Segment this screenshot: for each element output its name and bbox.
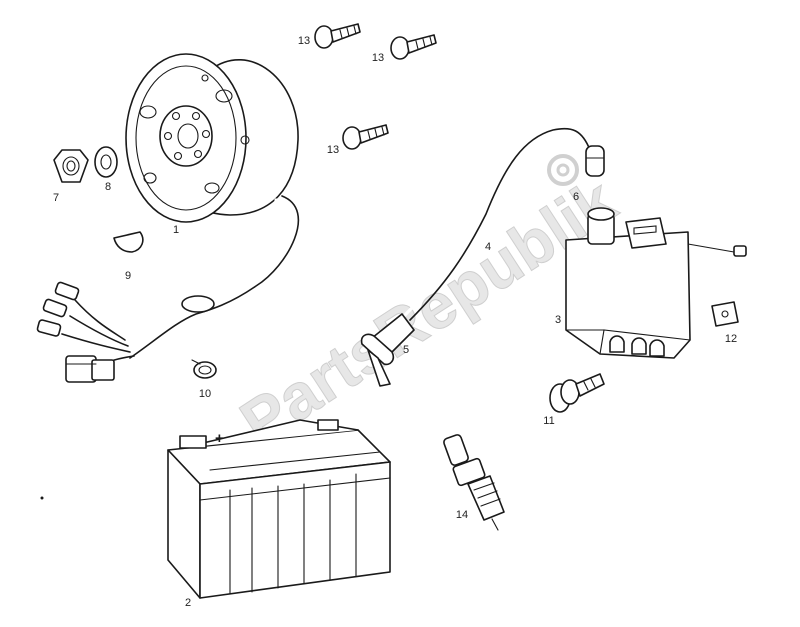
flywheel-rotor [36,53,300,383]
spark-plug [443,434,505,531]
screw-top-1 [314,23,361,49]
callout-9: 9 [125,270,131,282]
nut [53,149,89,183]
callout-13-c: 13 [327,144,339,156]
callout-6: 6 [573,191,579,203]
callout-3: 3 [555,314,561,326]
callout-13-a: 13 [298,35,310,47]
ignition-coil [565,207,747,359]
bracket [711,301,739,327]
battery-plus-mark: + [215,430,224,447]
callout-1: 1 [173,224,179,236]
screw-middle [342,124,389,150]
screw-top-2 [390,34,437,60]
callout-7: 7 [53,192,59,204]
rubber-boot [585,145,605,177]
callout-12: 12 [725,333,737,345]
callout-14: 14 [456,509,468,521]
callout-2: 2 [185,597,191,609]
battery [167,419,391,599]
spark-plug-cap [360,313,415,387]
woodruff-key [113,231,144,253]
callout-11: 11 [543,415,554,427]
callout-13-b: 13 [372,52,384,64]
speck [40,496,44,500]
washer [94,146,118,178]
callout-10: 10 [199,388,211,400]
ht-cable [402,118,598,321]
callout-8: 8 [105,181,111,193]
flange-bolt [549,373,605,413]
callout-4: 4 [485,241,491,253]
gear-watermark-icon [547,154,579,186]
callout-5: 5 [403,344,409,356]
hose-clamp [191,359,217,379]
